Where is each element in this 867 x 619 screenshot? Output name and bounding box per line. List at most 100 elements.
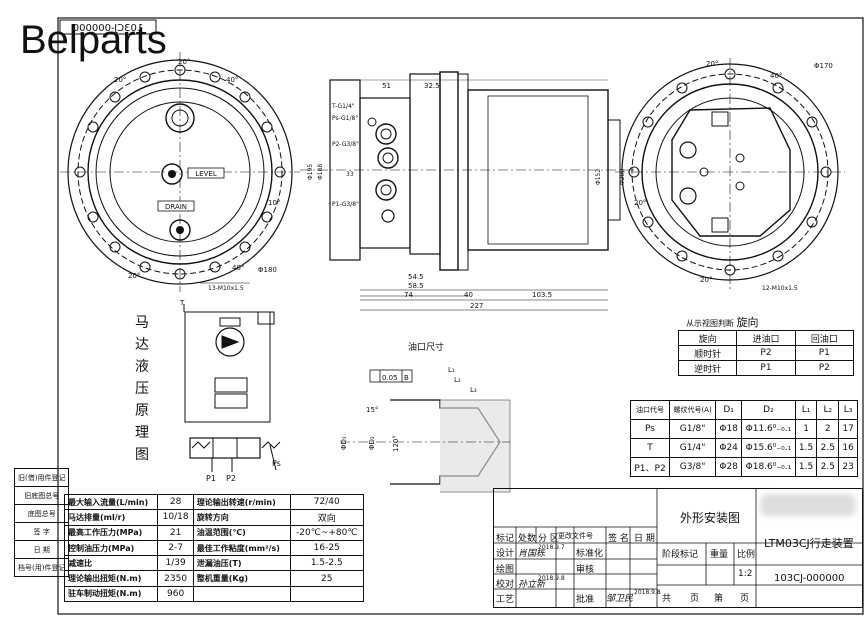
- port-detail-title: 油口尺寸: [408, 341, 444, 353]
- side-cell: 档号(用)件登记: [13, 558, 70, 577]
- title-block: 标记 处数 分 区 更改文件号 签 名 日 期 设计 绘图 校对 工艺 肖国栋 …: [493, 488, 863, 608]
- port-header: 油口代号: [629, 400, 671, 420]
- dim-ps-port: Ps-G1/8": [332, 115, 358, 122]
- dim-195: Φ195: [307, 164, 314, 180]
- signature-approve: 邹卫民: [606, 594, 634, 604]
- table-row: 最大输入流量(L/min) 28 理论输出转速(r/min) 72/40: [63, 493, 365, 511]
- table-row: 油口代号 螺纹代号(A) D₁ D₂ L₁ L₂ L₃: [629, 400, 858, 420]
- spec-label: 理论输出扭矩(N.m): [63, 570, 159, 587]
- approve-label: 批准: [576, 595, 595, 605]
- drain-label: DRAIN: [165, 203, 187, 211]
- label-p1: P1: [206, 474, 216, 483]
- side-cell: 日 期: [13, 540, 70, 559]
- angle-120: 120°: [392, 435, 400, 452]
- angle-15: 15°: [366, 406, 378, 414]
- spec-label: 油温范围(℃): [192, 524, 291, 541]
- rotation-header-1: 进油口: [736, 330, 796, 346]
- spec-label: 控制油压力(MPa): [63, 539, 159, 557]
- title-header-cell: 处数: [518, 534, 537, 544]
- spec-value: 1/39: [157, 555, 194, 572]
- port-cell: 2.5: [816, 438, 840, 458]
- spec-label: 泄漏油压(T): [192, 555, 291, 572]
- middle-view: [300, 71, 640, 311]
- signature-design: 肖国栋: [518, 549, 546, 559]
- spec-value: 2350: [157, 570, 194, 587]
- brand-watermark: Belparts: [20, 18, 167, 62]
- dim-l1: L₁: [448, 366, 455, 374]
- sheet-border: [57, 17, 864, 615]
- dim-p1-port: P1-G3/8": [332, 201, 359, 208]
- port-cell: G1/4": [669, 438, 717, 458]
- table-row: 日 期: [13, 540, 70, 559]
- dim-t-port: T-G1/4": [331, 103, 355, 110]
- right-view-dims: Φ170 20° 40° 20° 20° 12-M10x1.5: [634, 60, 833, 292]
- table-row: 理论输出扭矩(N.m) 2350 整机重量(Kg) 25: [63, 570, 365, 587]
- rotation-cell: 顺时针: [677, 345, 738, 361]
- rotation-header-2: 回油口: [794, 330, 855, 346]
- label-ps: Ps: [272, 459, 281, 468]
- middle-view-dims: 51 32.5 T-G1/4" Ps-G1/8" P2-G3/8" P1-G3/…: [307, 82, 626, 310]
- rotation-cell: P2: [736, 345, 796, 361]
- angle-20-right-c: 20°: [700, 276, 712, 284]
- spec-value: -20℃~+80℃: [289, 524, 365, 541]
- title-header-cell: 标记: [496, 534, 515, 544]
- dim-l2: L₂: [454, 376, 461, 384]
- spec-value: 2-7: [157, 539, 194, 557]
- dim-32-5: 32.5: [424, 82, 440, 90]
- level-label: LEVEL: [195, 170, 217, 178]
- table-row: 减速比 1/39 泄漏油压(T) 1.5-2.5: [63, 555, 365, 572]
- port-cell: T: [629, 438, 671, 458]
- dim-54-5: 54.5: [408, 273, 424, 281]
- port-header: L₂: [816, 400, 840, 420]
- spec-value: 21: [157, 524, 194, 541]
- dim-103-5: 103.5: [532, 291, 552, 299]
- port-header: L₁: [794, 400, 818, 420]
- angle-20-right: 20°: [706, 60, 718, 68]
- title-block-grid: [494, 489, 862, 607]
- table-row: 马达排量(ml/r) 10/18 旋转方向 双向: [63, 509, 365, 526]
- standardization-label: 标准化: [576, 549, 604, 559]
- angle-20-left-c: 20°: [128, 272, 140, 280]
- side-table: 旧(借)用件登记 旧底图总号 底图总号 签 字 日 期 档号(用)件登记: [13, 468, 70, 577]
- left-view: LEVEL DRAIN 20° 40° 20° 10° 40° 20° Φ180…: [60, 52, 300, 292]
- port-header: D₂: [741, 400, 796, 420]
- role-process: 工艺: [496, 595, 515, 605]
- signature-check: 孙立新: [518, 580, 546, 590]
- rotation-cell: P1: [794, 345, 855, 361]
- angle-10-left: 10°: [268, 199, 280, 207]
- spec-label: 旋转方向: [192, 509, 291, 526]
- port-cell: G1/8": [669, 419, 717, 439]
- spec-value: 72/40: [289, 493, 365, 511]
- drawing-number: 103CJ-000000: [774, 573, 845, 584]
- spec-label: 最佳工作粘度(mm²/s): [192, 539, 291, 557]
- dim-58-5: 58.5: [408, 282, 424, 290]
- title-header-cell: 更改文件号: [558, 532, 593, 540]
- table-row: 驻车制动扭矩(N.m) 960: [63, 585, 365, 603]
- rotation-caption-prefix: 从示视图判断: [686, 319, 734, 328]
- dim-33: 33: [346, 171, 354, 178]
- angle-40-left: 40°: [226, 76, 238, 84]
- dim-40: 40: [464, 291, 473, 299]
- table-row: 最高工作压力(MPa) 21 油温范围(℃) -20℃~+80℃: [63, 524, 365, 541]
- bolt-left: 13-M10x1.5: [208, 285, 244, 292]
- table-row: 顺时针 P2 P1: [677, 345, 855, 361]
- port-cell: 23: [838, 457, 858, 477]
- schematic-labels: T P1 P2 Ps: [179, 299, 281, 483]
- side-cell: 签 字: [13, 522, 70, 541]
- spec-label: 减速比: [63, 555, 159, 572]
- port-cell: 1.5: [794, 457, 818, 477]
- table-row: 控制油压力(MPa) 2-7 最佳工作粘度(mm²/s) 16-25: [63, 539, 365, 557]
- table-row: 底图总号: [13, 504, 70, 523]
- review-label: 审核: [576, 565, 595, 575]
- rotation-cell: P2: [794, 360, 855, 376]
- spec-label: [192, 585, 291, 603]
- tolerance-ref: B: [404, 374, 409, 382]
- drawing-name: 外形安装图: [680, 511, 741, 525]
- label-t: T: [179, 299, 185, 307]
- role-check: 校对: [496, 580, 515, 590]
- total-label: 共: [662, 594, 672, 604]
- scale-value: 1:2: [738, 569, 753, 579]
- ratio-label: 比例: [737, 550, 756, 560]
- spec-label: 马达排量(ml/r): [63, 509, 159, 526]
